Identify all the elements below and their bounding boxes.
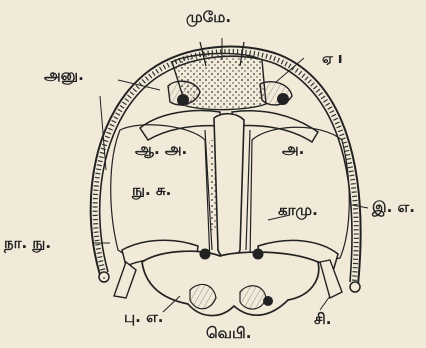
label-left-lower: நா. நு. <box>4 236 51 251</box>
label-top: முமே. <box>186 10 231 25</box>
braincase <box>142 251 319 315</box>
label-center-right: காமு. <box>278 203 318 218</box>
label-center-left: நு. சு. <box>132 183 171 198</box>
label-bottom-right: சி. <box>314 312 331 327</box>
label-bottom-left: பு. எ. <box>124 310 164 325</box>
right-choana <box>277 93 289 105</box>
left-foramen <box>200 249 211 260</box>
right-foramen <box>253 249 264 260</box>
left-quadrate <box>114 262 136 298</box>
pointer-bottom-right <box>320 296 330 310</box>
parasphenoid <box>214 114 244 259</box>
left-choana <box>177 94 189 106</box>
right-occipital-condyle <box>240 286 266 309</box>
right-quadrate <box>320 260 342 298</box>
right-palatine <box>232 111 318 142</box>
label-upper-left: அனு. <box>44 68 84 83</box>
label-upper-right: ஏ ı <box>322 52 343 66</box>
parasphenoid-texture <box>212 140 214 230</box>
left-jaw-end-dots <box>102 275 106 279</box>
label-mid-left: ஆ. அ. <box>135 142 187 157</box>
label-right-edge: இ. எ. <box>372 200 415 215</box>
label-mid-right: அ. <box>282 142 304 157</box>
label-bottom-center: வெபி. <box>206 326 251 341</box>
right-jaw-end <box>350 282 360 292</box>
left-occipital-condyle <box>190 284 216 308</box>
posterior-foramen <box>263 296 273 306</box>
